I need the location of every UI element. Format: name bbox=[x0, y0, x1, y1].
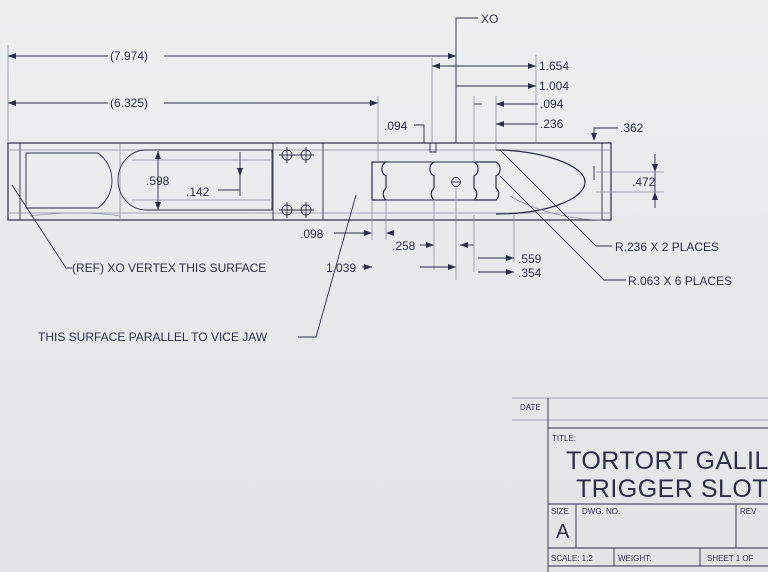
tb-title-line2: TRIGGER SLOT bbox=[576, 475, 768, 503]
xo-label: XO bbox=[481, 12, 498, 26]
dim-142-text: .142 bbox=[186, 185, 210, 199]
dim-7974: (7.974) bbox=[7, 45, 456, 143]
tb-size-value: A bbox=[556, 521, 570, 543]
hole-pattern-top bbox=[279, 147, 314, 163]
dim-6325: (6.325) bbox=[8, 96, 379, 162]
trigger-slot-right bbox=[471, 161, 501, 201]
dim-094-top-text: .094 bbox=[540, 97, 564, 111]
dim-142: .142 bbox=[186, 152, 243, 199]
dim-354-text: .354 bbox=[518, 266, 542, 280]
notch-top bbox=[429, 143, 437, 153]
dim-354: .354 bbox=[478, 266, 542, 280]
dim-472-text: .472 bbox=[632, 175, 656, 189]
trigger-slot-center bbox=[429, 161, 435, 201]
dim-362-text: .362 bbox=[620, 121, 644, 135]
dim-7974-text: (7.974) bbox=[110, 49, 148, 63]
dim-098: .098 bbox=[300, 200, 394, 241]
middle-window bbox=[117, 149, 273, 211]
left-pocket-inner bbox=[29, 212, 121, 217]
note-radius-063: R.063 X 6 PLACES bbox=[499, 175, 732, 288]
dim-1039-text: 1.039 bbox=[326, 261, 356, 275]
tb-weight-label: WEIGHT: bbox=[618, 554, 651, 563]
dim-094-top: .094 bbox=[473, 96, 564, 162]
tb-rev-label: REV bbox=[740, 507, 757, 516]
dim-1654: 1.654 bbox=[431, 55, 569, 143]
dim-598-text: .598 bbox=[146, 174, 170, 188]
dim-559-text: .559 bbox=[518, 252, 542, 266]
xo-leader: XO bbox=[455, 12, 498, 143]
dim-598: .598 bbox=[146, 151, 170, 210]
dim-258: .258 bbox=[392, 200, 474, 270]
dim-1039: 1.039 bbox=[326, 186, 457, 280]
note-parallel: THIS SURFACE PARALLEL TO VICE JAW bbox=[38, 194, 357, 344]
dim-472: .472 bbox=[596, 154, 664, 208]
note-radius-063-text: R.063 X 6 PLACES bbox=[628, 274, 732, 288]
dim-094-left: .094 bbox=[384, 119, 425, 143]
dim-236: .236 bbox=[496, 117, 564, 131]
dim-1654-text: 1.654 bbox=[539, 59, 569, 73]
tb-sheet-label: SHEET 1 OF bbox=[707, 554, 754, 563]
dim-236-text: .236 bbox=[540, 117, 564, 131]
dim-094-left-text: .094 bbox=[384, 119, 408, 133]
dim-098-text: .098 bbox=[300, 227, 324, 241]
left-pocket bbox=[25, 152, 113, 209]
tb-title-line1: TORTORT GALIL bbox=[566, 447, 768, 475]
title-block: DATE TITLE: TORTORT GALIL TRIGGER SLOT S… bbox=[512, 397, 768, 572]
dim-362: .362 bbox=[591, 121, 644, 180]
note-radius-236: R.236 X 2 PLACES bbox=[499, 149, 719, 254]
note-parallel-text: THIS SURFACE PARALLEL TO VICE JAW bbox=[38, 330, 268, 344]
tb-title-label: TITLE: bbox=[552, 434, 576, 443]
dim-1004: 1.004 bbox=[456, 79, 569, 93]
note-ref-xo: (REF) XO VERTEX THIS SURFACE bbox=[11, 184, 266, 275]
tb-scale-label: SCALE: 1:2 bbox=[551, 554, 593, 563]
tb-dwg-label: DWG. NO. bbox=[582, 507, 620, 516]
tb-date-label: DATE bbox=[520, 403, 541, 412]
nose-profile bbox=[495, 149, 586, 215]
tb-size-label: SIZE bbox=[551, 507, 569, 516]
trigger-slot-left bbox=[371, 161, 389, 201]
note-radius-236-text: R.236 X 2 PLACES bbox=[615, 240, 719, 254]
dim-559: .559 bbox=[473, 215, 542, 272]
dim-6325-text: (6.325) bbox=[110, 96, 148, 110]
nose-lower bbox=[509, 195, 603, 221]
dim-1004-text: 1.004 bbox=[539, 79, 569, 93]
dim-258-text: .258 bbox=[392, 239, 416, 253]
note-ref-xo-text: (REF) XO VERTEX THIS SURFACE bbox=[72, 261, 266, 275]
hole-pattern-bottom bbox=[279, 202, 314, 218]
